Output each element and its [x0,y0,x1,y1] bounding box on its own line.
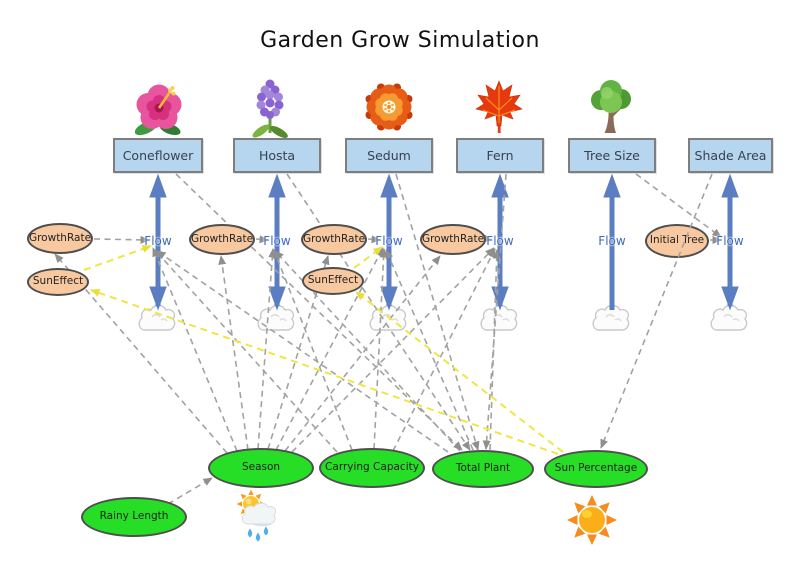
auxiliary-carrying-capacity[interactable]: Carrying Capacity [319,448,425,488]
flow-label-fern[interactable]: Flow [486,234,514,248]
auxiliary-rainy-length[interactable]: Rainy Length [81,497,187,537]
flow-label-tree-size[interactable]: Flow [598,234,626,248]
stock-hosta-label: Hosta [258,148,296,163]
variable-initial-tree[interactable]: Initial Tree [645,224,709,258]
variable-suneffect-sedum[interactable]: SunEffect [302,267,364,295]
stock-shade-area-label: Shade Area [694,148,767,163]
cloud-icon [710,304,748,331]
stock-coneflower-label: Coneflower [122,148,194,163]
sun-icon [567,495,617,545]
variable-growthrate-fern[interactable]: GrowthRate [420,224,486,255]
flow-label-coneflower[interactable]: Flow [144,234,172,248]
flow-arrow-coneflower[interactable] [149,173,167,311]
hyacinth-flower-icon [252,79,288,138]
cloud-icon [257,304,295,331]
variable-suneffect-coneflower[interactable]: SunEffect [27,268,89,296]
flow-arrow-hosta[interactable] [268,173,286,311]
hibiscus-flower-icon [134,84,182,136]
stock-sedum[interactable]: Sedum [345,138,433,173]
flow-arrow-sedum[interactable] [380,173,398,311]
maple-leaf-icon [475,80,523,133]
page-title: Garden Grow Simulation [260,28,540,53]
flow-arrow-shade-area[interactable] [721,173,739,311]
cloud-icon [480,304,518,331]
cloud-icons [138,304,748,331]
auxiliary-season[interactable]: Season [208,448,314,488]
stock-hosta[interactable]: Hosta [233,138,321,173]
auxiliary-total-plant[interactable]: Total Plant [432,450,534,488]
variable-growthrate-sedum[interactable]: GrowthRate [301,224,367,255]
rosette-flower-icon [365,83,413,131]
flow-label-hosta[interactable]: Flow [263,234,291,248]
variable-growthrate-coneflower[interactable]: GrowthRate [27,223,93,254]
causal-links-yellow [83,245,564,455]
variable-growthrate-hosta[interactable]: GrowthRate [189,224,255,255]
stock-tree-size[interactable]: Tree Size [568,138,656,173]
sun-behind-rain-cloud-icon [236,489,277,542]
stock-fern[interactable]: Fern [456,138,544,173]
flow-label-sedum[interactable]: Flow [375,234,403,248]
stock-sedum-label: Sedum [367,148,411,163]
stock-coneflower[interactable]: Coneflower [113,138,203,173]
auxiliary-sun-percentage[interactable]: Sun Percentage [544,450,648,488]
stock-shade-area[interactable]: Shade Area [688,138,773,173]
stock-tree-size-label: Tree Size [584,148,640,163]
flow-label-shade-area[interactable]: Flow [716,234,744,248]
stock-fern-label: Fern [486,148,514,163]
tree-icon [591,80,631,133]
